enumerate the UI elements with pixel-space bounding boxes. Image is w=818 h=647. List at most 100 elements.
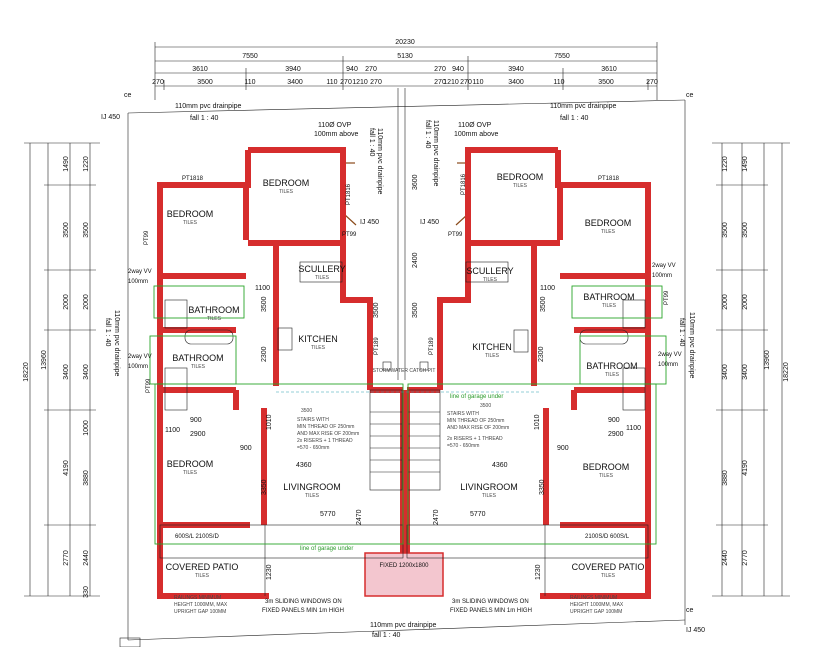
tiles-5: TILES — [207, 316, 222, 322]
ij-mid-left: IJ 450 — [360, 219, 379, 226]
dim-left-seg2: 2000 — [63, 294, 70, 310]
room-patio-right: COVERED PATIO — [572, 562, 645, 572]
railing-left-2: HEIGHT 1000MM, MAX — [174, 602, 228, 608]
dim-900-left: 900 — [190, 417, 202, 424]
railing-right-1: RAILINGS MINIMUM — [570, 595, 617, 601]
tiles-16: TILES — [599, 473, 614, 479]
dim-left-inner6: 3880 — [83, 470, 90, 486]
stairs-left-l1: STAIRS WITH — [297, 417, 329, 423]
dim-2900-left: 2900 — [190, 431, 206, 438]
dim-row2-5: 940 — [452, 66, 464, 73]
garage-under-left: line of garage under — [300, 546, 353, 552]
dim-2470-left: 2470 — [356, 509, 363, 525]
ovp-left: 110Ø OVP — [318, 122, 352, 129]
tiles-12: TILES — [483, 277, 498, 283]
drainpipe-side-left: 110mm pvc drainpipe — [113, 310, 120, 377]
room-patio-left: COVERED PATIO — [166, 562, 239, 572]
dim-3500-mid-left: 3500 — [373, 302, 380, 318]
dim-row3-3: 3400 — [287, 79, 303, 86]
dim-right-seg3: 3400 — [742, 364, 749, 380]
room-bathroom-right-1: BATHROOM — [583, 292, 634, 302]
room-scullery-left: SCULLERY — [298, 264, 345, 274]
twoway-right: 2way VV — [652, 263, 676, 269]
room-bedroom-bottom-left: BEDROOM — [167, 459, 214, 469]
pt1818-right: PT1818 — [598, 176, 620, 182]
sds-right: 2100S/D 600S/L — [585, 534, 630, 540]
dim-left-inner4: 1000 — [83, 420, 90, 436]
catch-pit-right — [419, 361, 429, 371]
dim-row3-15: 270 — [646, 79, 658, 86]
dim-3500-kitchen: 3500 — [261, 296, 268, 312]
stairs-left-l2: MIN THREAD OF 250mm — [297, 424, 354, 430]
stairs-right-l1: STAIRS WITH — [447, 411, 479, 417]
railing-left-1: RAILINGS MINIMUM — [174, 595, 221, 601]
tiles-2: TILES — [183, 220, 198, 226]
dim-row3-0: 270 — [152, 79, 164, 86]
tiles-7: TILES — [183, 470, 198, 476]
twoway-right-2: 2way VV — [658, 352, 682, 358]
dim-row3-8: 270 — [434, 79, 446, 86]
dim-left-inner1: 3500 — [83, 222, 90, 238]
dim-1230-right: 1230 — [535, 564, 542, 580]
stairs-right-width: 3500 — [480, 403, 491, 409]
dim-900-right-2: 900 — [557, 445, 569, 452]
left-dimensions — [24, 142, 100, 597]
room-bedroom-top-left: BEDROOM — [263, 178, 310, 188]
dim-left-inner3: 3400 — [83, 364, 90, 380]
dim-2300-left: 2300 — [261, 346, 268, 362]
sliding-note-right-2: FIXED PANELS MIN 1m HIGH — [450, 608, 532, 614]
room-bathroom-right-2: BATHROOM — [586, 361, 637, 371]
dim-right-seg2: 2000 — [742, 294, 749, 310]
dim-row2-2: 940 — [346, 66, 358, 73]
drain-runs — [344, 162, 468, 226]
tiles-11: TILES — [601, 229, 616, 235]
stairs-right-l4: 2x RISERS + 1 THREAD — [447, 436, 503, 442]
dim-3600: 3600 — [412, 174, 419, 190]
dim-5770-right: 5770 — [470, 511, 486, 518]
dim-row3-9: 1210 — [443, 79, 459, 86]
site-marker — [119, 637, 141, 647]
ovp-right: 110Ø OVP — [458, 122, 492, 129]
dim-row3-13: 110 — [553, 79, 564, 86]
dim-row2-6: 3940 — [508, 66, 524, 73]
stairs-left-l4: 2x RISERS + 1 THREAD — [297, 438, 353, 444]
dim-left-seg1: 3500 — [63, 222, 70, 238]
room-livingroom-right: LIVINGROOM — [460, 482, 518, 492]
garage-under-right: line of garage under — [450, 394, 503, 400]
top-dimensions — [154, 42, 658, 100]
dim-row3-11: 110 — [472, 79, 483, 86]
fall-side-right: fall 1 : 40 — [678, 318, 685, 347]
dim-row3-5: 270 — [340, 79, 352, 86]
stairs-right-l5: =570 - 650mm — [447, 443, 479, 449]
drainpipe-top-right: 110mm pvc drainpipe — [550, 103, 617, 110]
sds-left: 600S/L 2100S/D — [175, 534, 219, 540]
dim-row3-14: 3500 — [598, 79, 614, 86]
room-kitchen-right: KITCHEN — [472, 342, 512, 352]
dim-row3-2: 110 — [244, 79, 255, 86]
tiles-9: TILES — [195, 573, 210, 579]
pt99-mid-left: PT99 — [342, 232, 357, 238]
dim-right-seg5: 2770 — [742, 550, 749, 566]
hundred-right-2: 100mm — [658, 362, 678, 368]
sliding-note-left-2: FIXED PANELS MIN 1m HIGH — [262, 608, 344, 614]
dim-row3-10: 270 — [460, 79, 472, 86]
dim-1010-left: 1010 — [266, 414, 273, 430]
ovp-above-right: 100mm above — [454, 131, 498, 138]
pt99-left-2: PT99 — [146, 378, 152, 393]
dim-right-inner1: 3500 — [722, 222, 729, 238]
tiles-13: TILES — [485, 353, 500, 359]
dim-row1-a: 7550 — [242, 53, 258, 60]
dim-4360-left: 4360 — [296, 462, 312, 469]
drainpipe-top-left: 110mm pvc drainpipe — [175, 103, 242, 110]
twoway-left-2: 2way VV — [128, 354, 152, 360]
dim-3350-right: 3350 — [539, 479, 546, 495]
dim-mid-height: 13960 — [41, 350, 48, 370]
room-scullery-right: SCULLERY — [466, 266, 513, 276]
fixed-window-label: FIXED 1200x1800 — [379, 563, 429, 569]
garage-outline — [149, 285, 667, 545]
room-bedroom-bottom-right: BEDROOM — [583, 462, 630, 472]
dim-right-inner6: 3880 — [722, 470, 729, 486]
ovp-above-left: 100mm above — [314, 131, 358, 138]
dim-row3-12: 3400 — [508, 79, 524, 86]
